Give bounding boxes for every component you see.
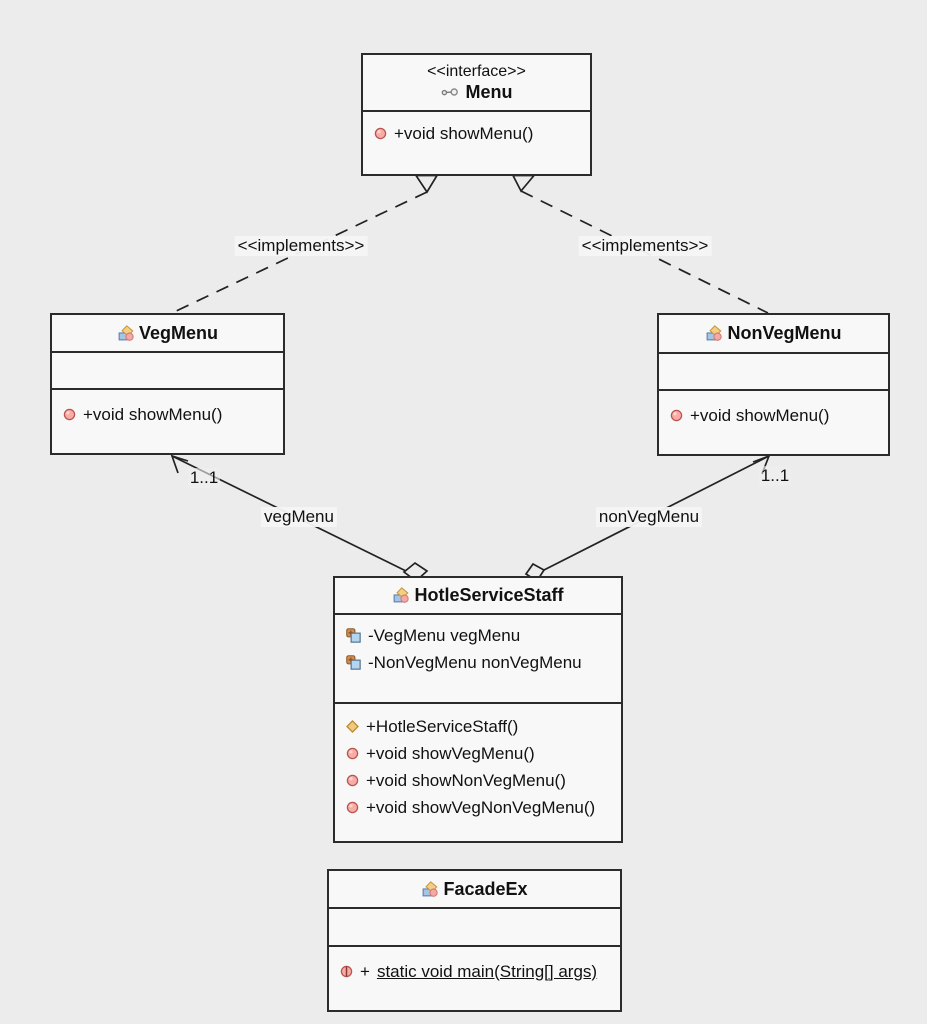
- open-arrowhead-left: [170, 454, 189, 474]
- method-label: +void showVegNonVegMenu(): [366, 797, 596, 817]
- class-name: HotleServiceStaff: [414, 585, 564, 605]
- class-icon: [117, 325, 134, 342]
- method-row: +void showMenu(): [659, 402, 888, 429]
- methods-compartment: +void showMenu(): [52, 390, 283, 453]
- stereotype-label: <<interface>>: [427, 62, 526, 80]
- class-name: VegMenu: [138, 322, 218, 343]
- role-label-vegmenu: vegMenu: [261, 507, 337, 527]
- class-title-nonvegmenu: NonVegMenu: [659, 315, 888, 354]
- method-label: +void showMenu(): [394, 123, 534, 143]
- method-row: +HotleServiceStaff(): [335, 713, 621, 740]
- public-method-icon: [346, 801, 359, 814]
- fields-compartment: -VegMenu vegMenu -NonVegMenu nonVegMenu: [335, 615, 621, 704]
- triangle-arrowhead-left: [414, 174, 439, 194]
- implements-label-left: <<implements>>: [234, 236, 368, 256]
- class-icon: [392, 587, 409, 604]
- class-title-vegmenu: VegMenu: [52, 315, 283, 353]
- public-method-icon: [346, 774, 359, 787]
- methods-compartment: +void showMenu(): [659, 391, 888, 454]
- multiplicity-label-veg: 1..1: [187, 468, 221, 488]
- field-label: -NonVegMenu nonVegMenu: [368, 652, 582, 672]
- public-method-icon: [670, 409, 683, 422]
- public-method-icon: [346, 747, 359, 760]
- method-label: +void showVegMenu(): [366, 743, 535, 763]
- static-method-icon: [340, 965, 353, 978]
- method-row: +void showMenu(): [52, 401, 283, 428]
- fields-compartment-empty: [329, 909, 620, 947]
- method-label: +void showMenu(): [690, 405, 830, 425]
- method-label: static void main(String[] args): [376, 961, 598, 981]
- class-title-menu: <<interface>> Menu: [363, 55, 590, 112]
- method-label: +void showMenu(): [83, 404, 223, 424]
- private-field-icon: [346, 628, 361, 643]
- constructor-icon: [346, 720, 359, 733]
- methods-compartment: +HotleServiceStaff() +void showVegMenu()…: [335, 704, 621, 841]
- class-name: FacadeEx: [443, 878, 528, 899]
- implements-label-right: <<implements>>: [578, 236, 712, 256]
- class-box-nonvegmenu[interactable]: NonVegMenu +void showMenu(): [657, 313, 890, 456]
- class-box-facadeex[interactable]: FacadeEx + static void main(String[] args…: [327, 869, 622, 1012]
- method-row: +void showMenu(): [363, 120, 590, 147]
- class-name: Menu: [465, 81, 513, 102]
- field-row: -NonVegMenu nonVegMenu: [335, 649, 621, 676]
- class-icon: [421, 881, 438, 898]
- class-title-facadeex: FacadeEx: [329, 871, 620, 909]
- class-icon: [705, 325, 722, 342]
- public-method-icon: [374, 127, 387, 140]
- interface-icon: [441, 87, 461, 97]
- field-row: -VegMenu vegMenu: [335, 622, 621, 649]
- method-label: +HotleServiceStaff(): [366, 716, 519, 736]
- role-label-nonvegmenu: nonVegMenu: [595, 507, 703, 527]
- method-row: +void showNonVegMenu(): [335, 767, 621, 794]
- class-box-menu[interactable]: <<interface>> Menu +void showMenu(): [361, 53, 592, 176]
- methods-compartment: + static void main(String[] args): [329, 947, 620, 1010]
- private-field-icon: [346, 655, 361, 670]
- fields-compartment-empty: [52, 353, 283, 390]
- multiplicity-label-nonveg: 1..1: [758, 466, 792, 486]
- class-name: NonVegMenu: [727, 323, 842, 343]
- fields-compartment-empty: [659, 354, 888, 391]
- triangle-arrowhead-right: [511, 174, 536, 193]
- method-row: + static void main(String[] args): [329, 958, 620, 985]
- method-row: +void showVegMenu(): [335, 740, 621, 767]
- class-box-vegmenu[interactable]: VegMenu +void showMenu(): [50, 313, 285, 455]
- public-method-icon: [63, 408, 76, 421]
- methods-compartment: +void showMenu(): [363, 112, 590, 174]
- method-prefix: +: [360, 961, 370, 981]
- class-title-hotleservicestaff: HotleServiceStaff: [335, 578, 621, 615]
- method-row: +void showVegNonVegMenu(): [335, 794, 621, 821]
- method-label: +void showNonVegMenu(): [366, 770, 566, 790]
- class-box-hotleservicestaff[interactable]: HotleServiceStaff -VegMenu vegMenu -NonV…: [333, 576, 623, 843]
- field-label: -VegMenu vegMenu: [368, 625, 521, 645]
